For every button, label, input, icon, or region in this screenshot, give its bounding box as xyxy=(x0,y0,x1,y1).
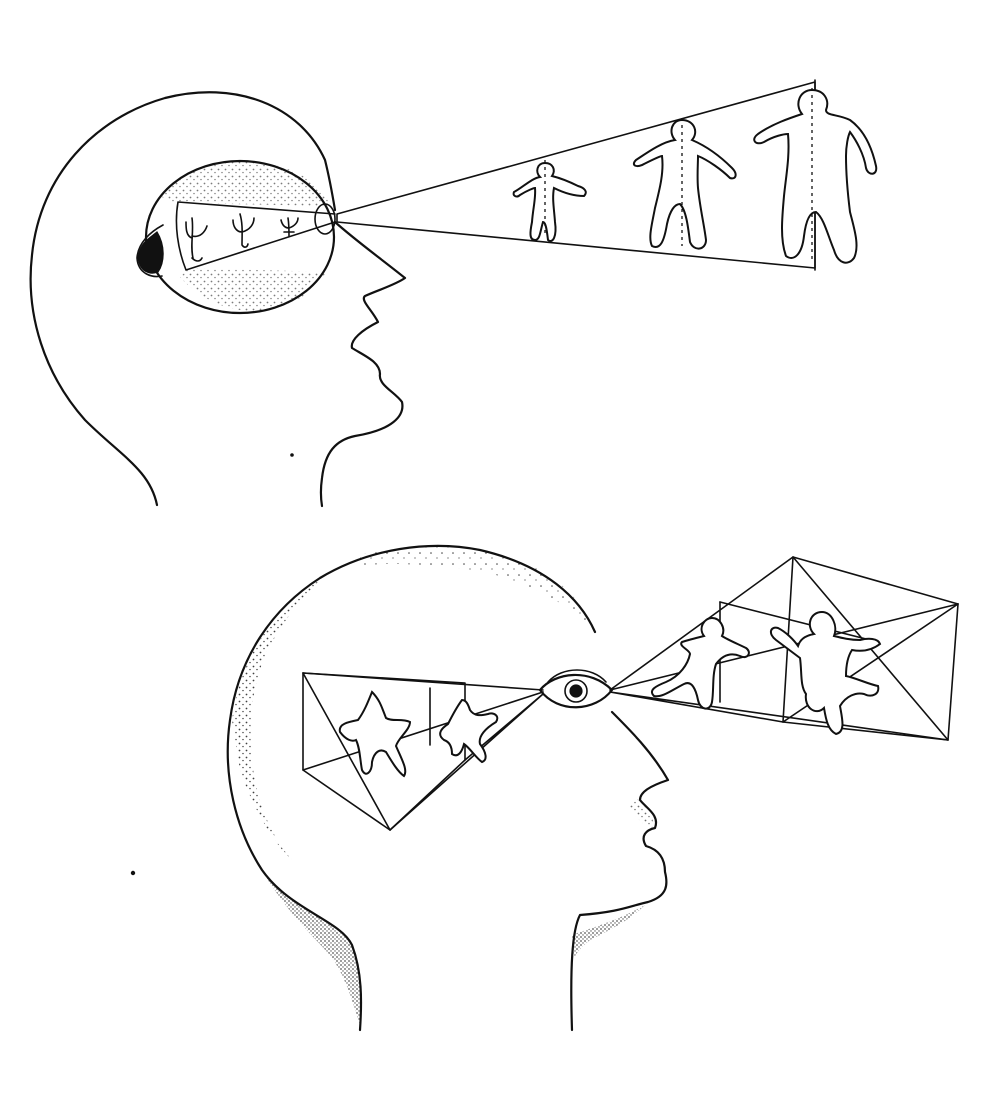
bottom-outer-figure-1 xyxy=(650,616,750,710)
bottom-lip-shading xyxy=(630,798,653,828)
top-eyeball-shading-upper xyxy=(160,160,330,206)
ink-speck-2 xyxy=(290,453,294,457)
bottom-inner-box-rays xyxy=(302,672,544,831)
top-optic-nerve xyxy=(137,231,164,274)
top-retina-figures xyxy=(185,213,299,262)
bottom-inner-box-frame xyxy=(302,672,431,831)
bottom-inner-box xyxy=(302,672,544,831)
bottom-eye-lid xyxy=(547,669,607,683)
top-lens xyxy=(314,203,336,235)
bottom-inner-figures xyxy=(338,690,499,778)
bottom-neck-shading xyxy=(262,870,361,1025)
bottom-eye-iris xyxy=(564,679,588,703)
bottom-eye xyxy=(538,669,614,709)
top-view-cone xyxy=(336,81,816,269)
top-retina-figure-3 xyxy=(280,217,299,237)
top-eyeball-shading-lower xyxy=(180,268,328,312)
bottom-inner-box-front xyxy=(302,672,466,831)
bottom-head-shading-crown xyxy=(360,546,596,632)
bottom-panel xyxy=(226,544,959,1032)
top-retina-figure-1 xyxy=(185,217,208,262)
top-cone-figure-small xyxy=(512,161,587,242)
top-head-outline xyxy=(29,91,407,508)
ink-specks xyxy=(130,453,294,876)
top-inner-projection-band xyxy=(175,201,336,271)
bottom-head-outline xyxy=(226,544,597,1032)
bottom-outer-figures xyxy=(650,610,882,736)
bottom-outer-cone xyxy=(609,556,959,741)
top-cone-figure-large xyxy=(753,88,878,264)
top-retina-figure-2 xyxy=(232,213,255,248)
bottom-outer-figure-2 xyxy=(770,610,882,736)
top-cone-figure-medium xyxy=(632,118,737,250)
top-cone-figures xyxy=(512,88,878,264)
bottom-eye-pupil xyxy=(569,684,583,698)
bottom-face-profile xyxy=(570,710,670,1032)
bottom-head-shading-back xyxy=(232,580,320,860)
bottom-inner-figure-1 xyxy=(338,690,412,778)
bottom-chin-shading xyxy=(572,905,645,958)
top-panel xyxy=(29,79,878,508)
ink-speck-1 xyxy=(130,870,136,876)
bottom-inner-figure-2 xyxy=(439,698,499,764)
top-optic-nerve-outline xyxy=(136,224,164,278)
